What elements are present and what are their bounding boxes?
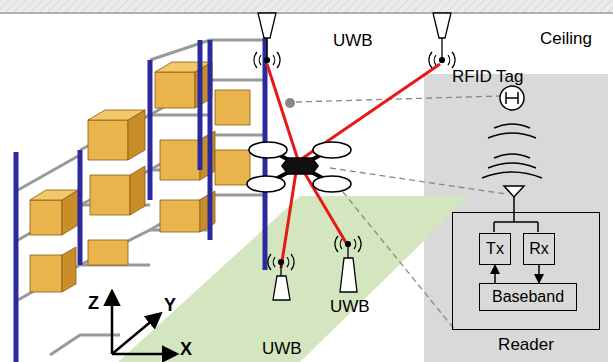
shelf-rfid-tag — [285, 98, 295, 108]
signal-arrow — [494, 265, 496, 283]
tx-box: Tx — [479, 233, 511, 265]
node-text: Tx — [486, 240, 504, 258]
reader-waves — [482, 124, 542, 178]
boxes — [30, 62, 250, 292]
axes — [112, 292, 176, 354]
node-text: Baseband — [492, 288, 564, 306]
anchor-label: UWB — [262, 340, 302, 357]
node-text: Rx — [529, 240, 549, 258]
tag-label: RFID Tag — [452, 68, 524, 85]
leader-lines — [296, 96, 506, 330]
signal-arrow — [538, 265, 540, 283]
axis-label: Z — [88, 294, 99, 312]
shelf-posts — [16, 38, 265, 362]
ceiling-hatch — [0, 0, 613, 13]
reader-antenna — [494, 186, 538, 232]
axis-label: X — [180, 340, 192, 358]
shelf-unit — [18, 40, 265, 355]
rfid-tag-symbol — [500, 86, 524, 110]
rx-box: Rx — [523, 233, 555, 265]
axis-label: Y — [164, 296, 176, 314]
uwb-anchor — [258, 13, 451, 60]
node-text: Reader — [453, 335, 599, 355]
reader-box: ReaderTxRxBaseband — [452, 212, 600, 330]
reader-panel — [424, 74, 608, 362]
anchor-label: UWB — [330, 298, 370, 315]
ceiling-label: Ceiling — [540, 30, 592, 47]
uwb-anchor — [273, 244, 357, 300]
anchor-label: UWB — [333, 32, 373, 49]
ceiling-band — [0, 0, 613, 13]
floor-area — [118, 196, 470, 362]
baseband-box: Baseband — [479, 283, 577, 311]
radio-waves — [254, 52, 455, 270]
drone — [247, 142, 351, 192]
uwb-ranging-lines — [267, 64, 440, 268]
